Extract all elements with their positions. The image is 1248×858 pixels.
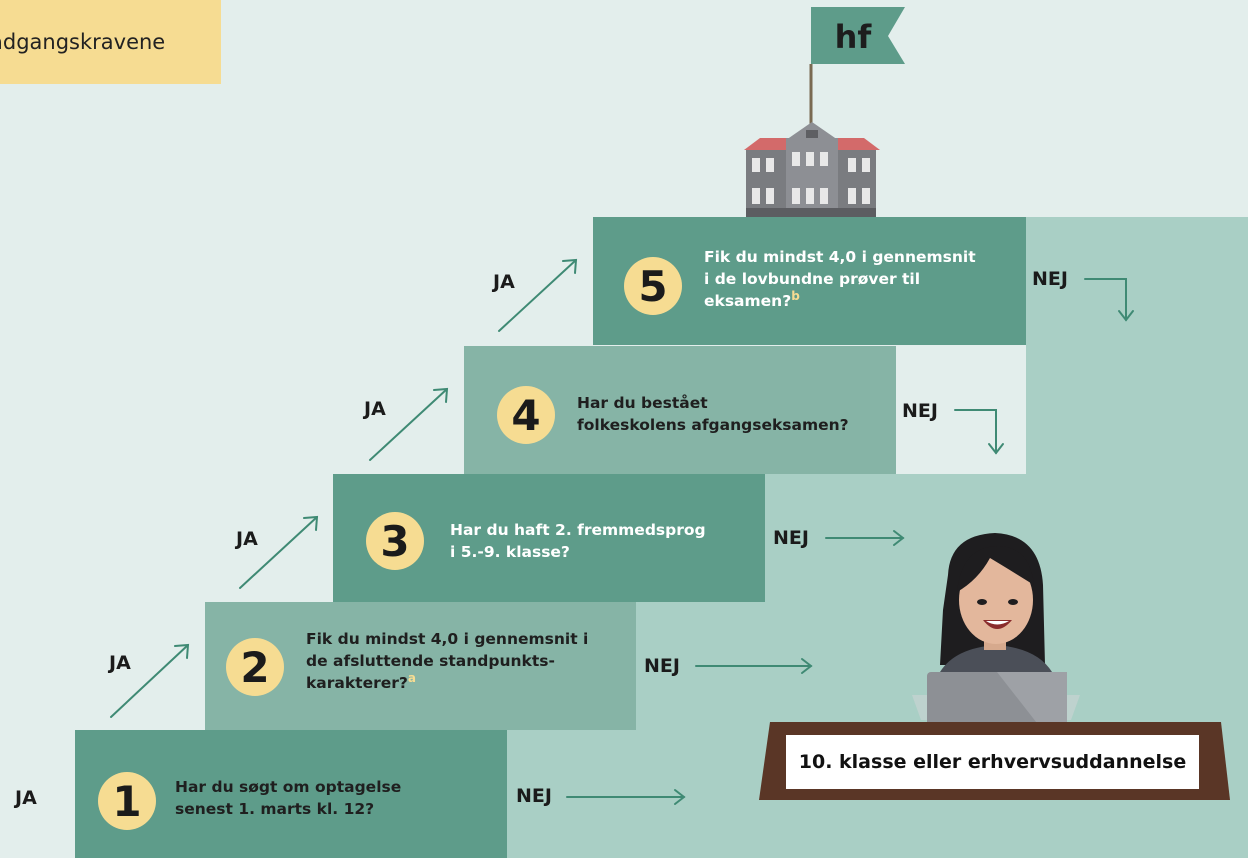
yes-arrow-2	[239, 515, 319, 589]
result-box: 10. klasse eller erhvervsuddannelse	[786, 735, 1199, 789]
yes-label-4: JA	[364, 398, 386, 420]
hf-flag-icon: hf	[809, 7, 905, 150]
step-question-3: Har du haft 2. fremmedsprog i 5.-9. klas…	[450, 521, 706, 561]
student-avatar-icon	[940, 533, 1052, 672]
yes-arrow-4	[498, 258, 578, 332]
yes-label-2: JA	[109, 652, 131, 674]
step-number-3: 3	[366, 512, 424, 570]
no-label-4: NEJ	[902, 400, 938, 422]
step-2: 2 Fik du mindst 4,0 i gennemsnit i de af…	[205, 602, 636, 730]
step-3: 3 Har du haft 2. fremmedsprog i 5.-9. kl…	[333, 474, 765, 602]
no-arrow-4	[954, 409, 1004, 455]
step-question-5: Fik du mindst 4,0 i gennemsnit i de lovb…	[704, 248, 976, 310]
yes-arrow-3	[369, 387, 449, 461]
step-number-5: 5	[624, 257, 682, 315]
step-number-4: 4	[497, 386, 555, 444]
title-banner: adgangskravene	[0, 0, 221, 84]
step-5: 5 Fik du mindst 4,0 i gennemsnit i de lo…	[593, 217, 1026, 345]
footnote-marker-a: a	[407, 670, 417, 685]
yes-arrow-1	[110, 643, 190, 718]
flag-label: hf	[835, 18, 873, 56]
footnote-marker-b: b	[791, 288, 800, 303]
step-4: 4 Har du bestået folkeskolens afgangseks…	[464, 346, 896, 474]
no-arrow-5	[1084, 278, 1134, 322]
no-arrow-2	[695, 658, 813, 674]
no-arrow-3	[825, 530, 905, 546]
yes-label-3: JA	[236, 528, 258, 550]
step-number-1: 1	[98, 772, 156, 830]
step-1: 1 Har du søgt om optagelse senest 1. mar…	[75, 730, 507, 858]
yes-label-1: JA	[15, 787, 37, 809]
no-arrow-1	[566, 789, 686, 805]
no-label-5: NEJ	[1032, 268, 1068, 290]
result-label: 10. klasse eller erhvervsuddannelse	[798, 751, 1187, 773]
step-number-2: 2	[226, 638, 284, 696]
page-title: adgangskravene	[0, 30, 166, 54]
yes-label-5: JA	[493, 271, 515, 293]
school-building-icon	[744, 122, 880, 217]
no-label-1: NEJ	[516, 785, 552, 807]
step-question-1: Har du søgt om optagelse senest 1. marts…	[175, 778, 402, 818]
no-label-2: NEJ	[644, 655, 680, 677]
no-label-3: NEJ	[773, 527, 809, 549]
step-question-2: Fik du mindst 4,0 i gennemsnit i de afsl…	[306, 630, 589, 692]
step-question-4: Har du bestået folkeskolens afgangseksam…	[577, 394, 849, 434]
